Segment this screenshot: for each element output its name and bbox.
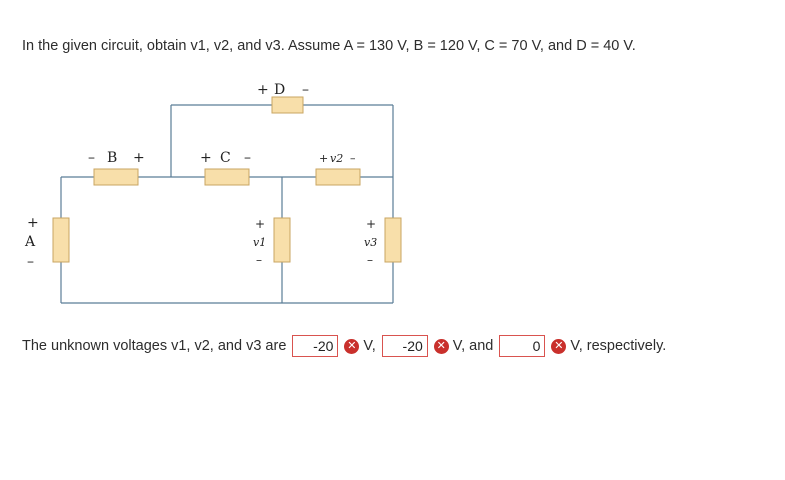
answer-sep-2: V, and [452,338,494,354]
resistor-D [271,96,304,114]
question-text: In the given circuit, obtain v1, v2, and… [22,38,636,54]
circuit-wires [60,104,394,304]
A-plus: + [27,215,39,231]
D-label: D [274,82,285,98]
resistor-v3 [384,217,402,263]
x-circle-icon: ✕ [433,338,449,354]
v3-plus: + [366,217,376,231]
v2-plus: + [319,152,328,165]
answer-prefix: The unknown voltages v1, v2, and v3 are [22,338,287,354]
v2-label: v2 [330,152,343,165]
B-label: B [107,150,117,166]
v3-answer-input[interactable] [499,335,546,357]
x-circle-icon: ✕ [344,338,360,354]
v2-answer-input[interactable] [381,335,428,357]
C-minus: – [244,150,251,166]
v3-minus: – [367,253,373,267]
D-minus: – [302,82,309,98]
v1-answer-input[interactable] [292,335,339,357]
A-minus: – [27,254,34,270]
v1-minus: – [256,253,262,267]
v3-label: v3 [364,236,377,249]
answer-row: The unknown voltages v1, v2, and v3 are … [22,333,666,359]
circuit-diagram: + D – – B + + C – + v2 – + A – + v1 – + … [24,82,402,304]
v2-minus: – [350,152,356,165]
resistor-v1 [273,217,291,263]
B-minus: – [88,150,95,166]
A-label: A [24,234,36,250]
C-label: C [220,150,231,166]
resistor-C [204,168,250,186]
resistor-A [52,217,70,263]
answer-suffix: V, respectively. [570,338,667,354]
v1-label: v1 [253,236,266,249]
resistor-B [93,168,139,186]
D-plus: + [257,82,269,98]
B-plus: + [133,150,145,166]
v1-plus: + [255,217,265,231]
x-circle-icon: ✕ [551,338,567,354]
resistor-v2 [315,168,361,186]
answer-sep-1: V, [363,338,376,354]
C-plus: + [200,150,212,166]
